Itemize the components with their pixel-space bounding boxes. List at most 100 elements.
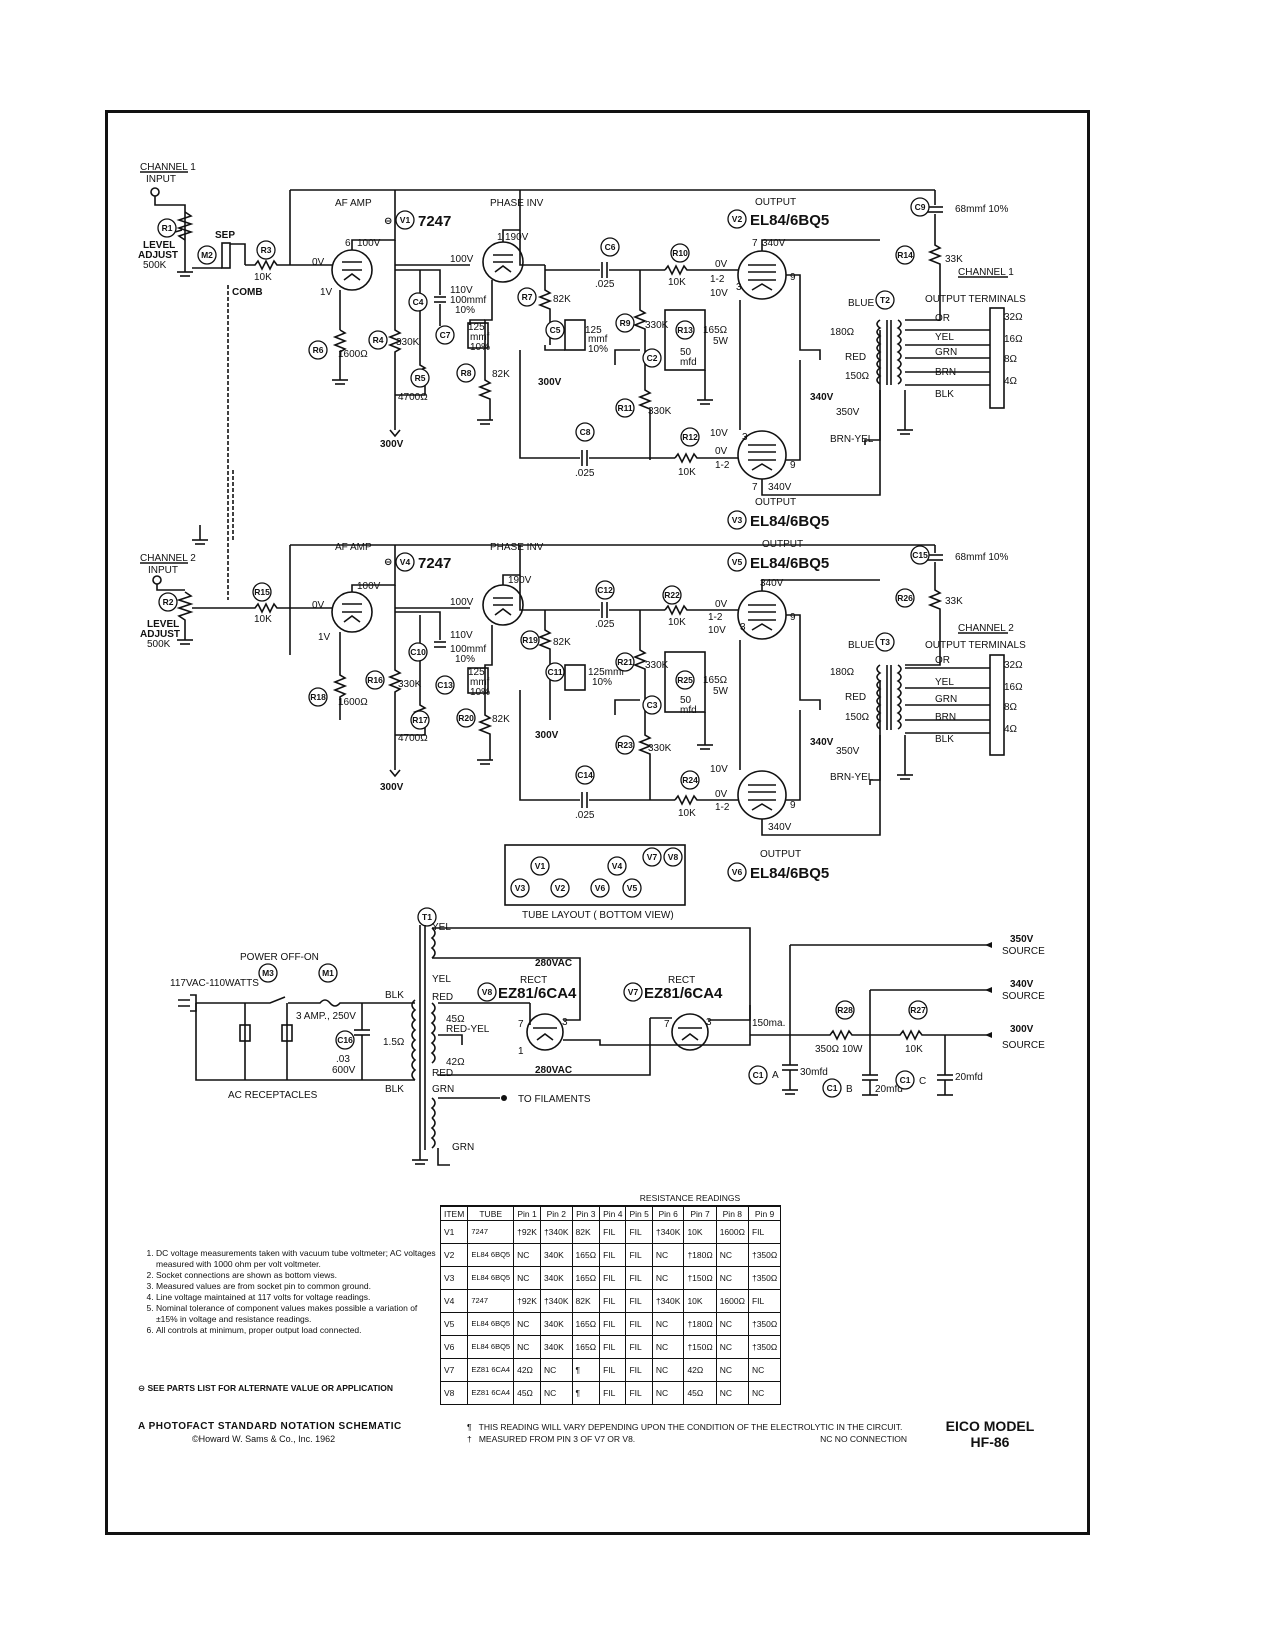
table-cell: 82K [571, 1289, 601, 1313]
table-cell: 1600Ω [715, 1289, 749, 1313]
svg-text:82K: 82K [553, 294, 571, 305]
v8-rectifier-tube [526, 1013, 564, 1051]
svg-text:350V: 350V [836, 407, 860, 418]
table-cell: †350Ω [747, 1312, 782, 1336]
table-cell: †350Ω [747, 1335, 782, 1359]
svg-text:M2: M2 [201, 250, 213, 260]
svg-text:100V: 100V [450, 597, 474, 608]
svg-text:C2: C2 [647, 353, 658, 363]
svg-text:R20: R20 [458, 713, 474, 723]
svg-text:9: 9 [790, 800, 796, 811]
svg-text:42Ω: 42Ω [446, 1057, 465, 1068]
svg-text:AF AMP: AF AMP [335, 542, 372, 553]
channel-1-circuit: CHANNEL 1 INPUT R1 LEVEL ADJUST 500K M2 … [138, 162, 1026, 600]
table-cell: FIL [747, 1220, 782, 1244]
svg-text:330K: 330K [645, 660, 669, 671]
svg-text:R1: R1 [162, 223, 173, 233]
table-cell: FIL [599, 1358, 627, 1382]
svg-text:500K: 500K [147, 639, 171, 650]
table-cell: 165Ω [571, 1335, 601, 1359]
svg-text:YEL: YEL [432, 974, 451, 985]
svg-text:280VAC: 280VAC [535, 958, 572, 969]
svg-text:110V: 110V [450, 285, 473, 296]
table-cell: 340K [539, 1266, 573, 1290]
svg-text:0V: 0V [312, 600, 325, 611]
table-cell: 42Ω [683, 1358, 717, 1382]
svg-text:R21: R21 [617, 657, 633, 667]
t1-primary [411, 999, 417, 1081]
svg-text:R13: R13 [677, 325, 693, 335]
svg-text:180Ω: 180Ω [830, 327, 855, 338]
svg-text:1-2: 1-2 [715, 460, 730, 471]
svg-text:300V: 300V [380, 439, 404, 450]
svg-text:R24: R24 [682, 775, 698, 785]
svg-text:340V: 340V [762, 238, 786, 249]
measurement-notes: DC voltage measurements taken with vacuu… [138, 1248, 438, 1336]
svg-text:C15: C15 [912, 550, 928, 560]
svg-text:45Ω: 45Ω [446, 1014, 465, 1025]
table-cell: FIL [625, 1243, 653, 1267]
svg-text:33K: 33K [945, 596, 963, 607]
svg-text:10%: 10% [470, 687, 490, 698]
svg-text:C3: C3 [647, 700, 658, 710]
svg-text:10%: 10% [455, 305, 475, 316]
svg-text:⊖: ⊖ [384, 216, 392, 227]
svg-text:BLK: BLK [385, 990, 404, 1001]
svg-text:R2: R2 [163, 597, 174, 607]
copyright: ©Howard W. Sams & Co., Inc. 1962 [192, 1434, 336, 1444]
svg-text:1.5Ω: 1.5Ω [383, 1037, 405, 1048]
svg-text:GRN: GRN [935, 694, 957, 705]
table-cell: NC [539, 1358, 573, 1382]
svg-text:TO FILAMENTS: TO FILAMENTS [518, 1094, 591, 1105]
table-cell: 10K [683, 1289, 717, 1313]
svg-text:340V: 340V [768, 822, 792, 833]
svg-text:V8: V8 [482, 987, 493, 997]
table-cell: NC [651, 1381, 685, 1405]
svg-text:0V: 0V [715, 446, 728, 457]
svg-text:OUTPUT: OUTPUT [755, 497, 796, 508]
svg-text:V5: V5 [732, 557, 743, 567]
svg-text:V8: V8 [668, 852, 679, 862]
table-cell: NC [539, 1381, 573, 1405]
svg-text:R19: R19 [522, 635, 538, 645]
table-cell: V2 [439, 1243, 469, 1267]
v7-rectifier-tube [671, 1013, 709, 1051]
table-cell: NC [747, 1358, 782, 1382]
svg-text:M1: M1 [322, 968, 334, 978]
svg-text:OR: OR [935, 655, 950, 666]
svg-text:1-2: 1-2 [715, 802, 730, 813]
channel-2-input-label: CHANNEL 2 [140, 553, 196, 564]
svg-text:10V: 10V [710, 764, 728, 775]
svg-text:150Ω: 150Ω [845, 712, 870, 723]
svg-text:10K: 10K [668, 617, 686, 628]
svg-text:33K: 33K [945, 254, 963, 265]
table-header-cell: Pin 5 [625, 1205, 653, 1221]
svg-text:20mfd: 20mfd [875, 1084, 903, 1095]
sep-label: SEP [215, 230, 235, 241]
svg-text:5W: 5W [713, 686, 729, 697]
svg-text:10%: 10% [592, 677, 612, 688]
table-cell: EL84 6BQ5 [467, 1335, 515, 1359]
svg-text:330K: 330K [648, 406, 672, 417]
t2-primary [876, 319, 882, 385]
table-header-cell: Pin 3 [571, 1205, 601, 1221]
power-supply: T1 POWER OFF-ON M3 M1 117VAC-110WATTS 3 … [170, 907, 1045, 1166]
table-cell: †150Ω [683, 1266, 717, 1290]
svg-text:8Ω: 8Ω [1004, 702, 1018, 713]
svg-text:OUTPUT TERMINALS: OUTPUT TERMINALS [925, 294, 1026, 305]
svg-text:C12: C12 [597, 585, 613, 595]
table-cell: FIL [625, 1358, 653, 1382]
table-cell: FIL [747, 1289, 782, 1313]
t3-primary [876, 664, 882, 730]
svg-text:16Ω: 16Ω [1004, 334, 1023, 345]
table-header-cell: Pin 6 [651, 1205, 685, 1221]
v2-type: EL84/6BQ5 [750, 212, 829, 229]
svg-text:5W: 5W [713, 336, 729, 347]
svg-text:1: 1 [497, 232, 503, 243]
svg-text:V4: V4 [612, 861, 623, 871]
svg-text:3: 3 [740, 622, 746, 633]
svg-text:350Ω 10W: 350Ω 10W [815, 1044, 863, 1055]
